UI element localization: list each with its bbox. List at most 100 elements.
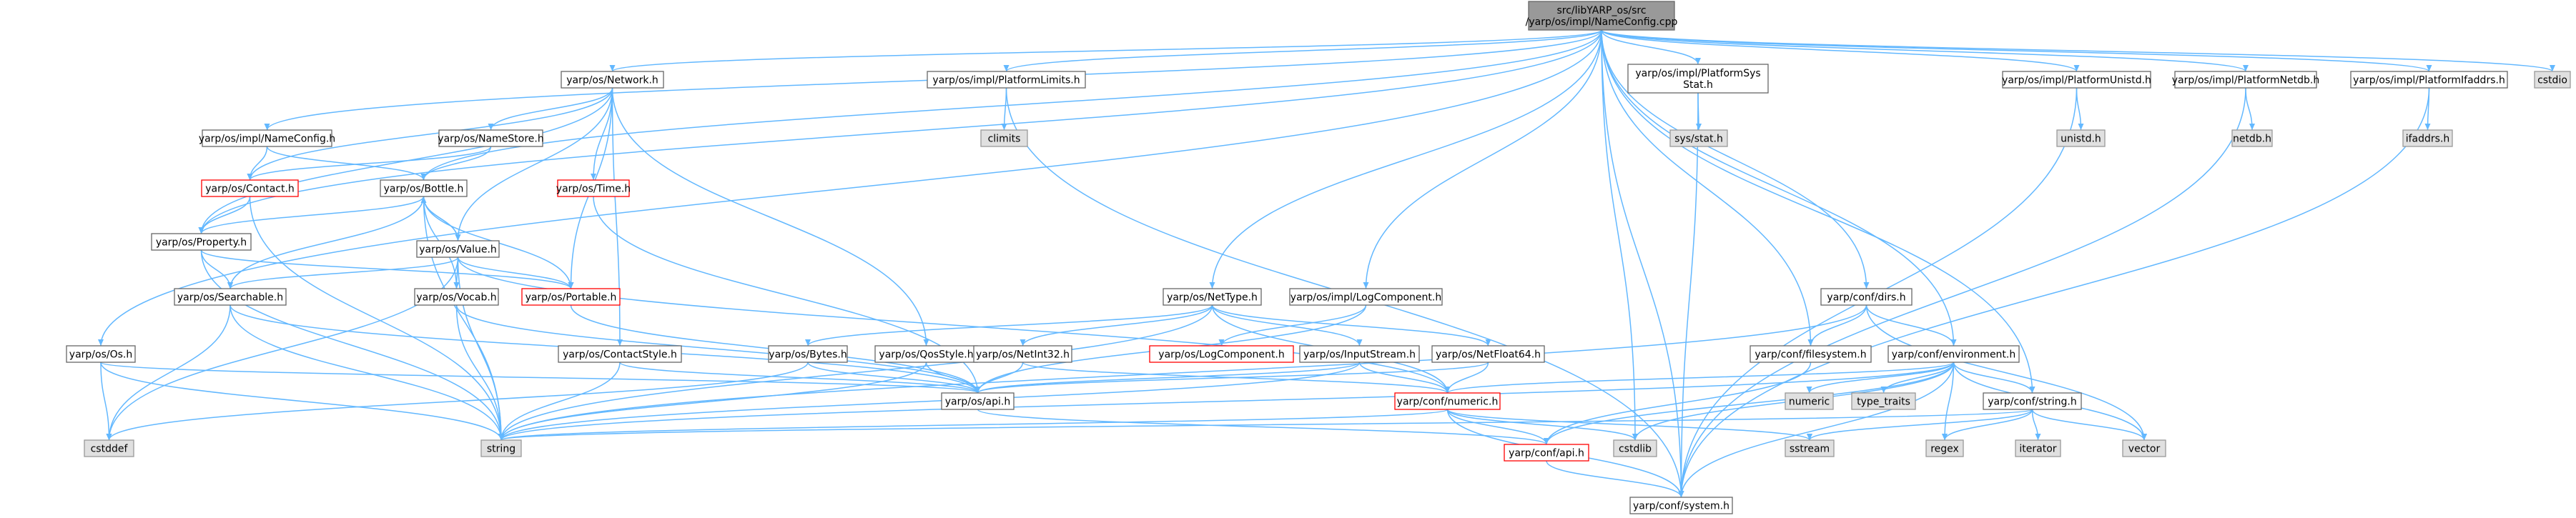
node-box-confapi <box>1504 444 1589 462</box>
node-box-inputstream <box>1299 345 1420 363</box>
edge-environment-to-typetraits <box>1882 362 1955 394</box>
node-dirs[interactable]: yarp/conf/dirs.h <box>1820 288 1913 306</box>
node-inputstream[interactable]: yarp/os/InputStream.h <box>1299 345 1420 363</box>
arrowhead-root-to-os <box>98 339 104 346</box>
node-qosstyle[interactable]: yarp/os/QosStyle.h <box>874 345 978 363</box>
node-value[interactable]: yarp/os/Value.h <box>416 240 500 258</box>
node-time[interactable]: yarp/os/Time.h <box>556 179 631 197</box>
edge-confapi-to-system <box>1546 460 1682 498</box>
node-platformlimits[interactable]: yarp/os/impl/PlatformLimits.h <box>927 71 1086 89</box>
edge-confstring-to-sstream <box>1809 409 2033 441</box>
node-portable[interactable]: yarp/os/Portable.h <box>521 288 621 306</box>
node-label-platformsysstat-1: Stat.h <box>1683 79 1713 91</box>
arrowhead-environment-to-confstring <box>2029 387 2035 393</box>
edge-root-to-cstdlib <box>1601 29 1636 441</box>
arrowhead-network-to-namestore <box>488 124 494 130</box>
edge-vocab-to-string <box>455 304 502 441</box>
edge-root-to-environment <box>1601 29 1955 347</box>
node-contactstyle[interactable]: yarp/os/ContactStyle.h <box>558 345 682 363</box>
node-box-property <box>151 233 252 251</box>
node-label-logcomponentimpl-0: yarp/os/impl/LogComponent.h <box>1291 292 1441 304</box>
edge-network-to-qosstyle <box>611 87 927 347</box>
arrowhead-root-to-platformsysstat <box>1695 58 1701 64</box>
node-label-vector-0: vector <box>2128 444 2161 455</box>
node-property[interactable]: yarp/os/Property.h <box>151 233 252 251</box>
node-box-cstddef <box>84 439 134 457</box>
node-os[interactable]: yarp/os/Os.h <box>66 345 136 363</box>
node-vocab[interactable]: yarp/os/Vocab.h <box>414 288 499 306</box>
node-filesystem[interactable]: yarp/conf/filesystem.h <box>1750 345 1872 363</box>
node-regex: regex <box>1925 439 1964 457</box>
node-box-filesystem <box>1750 345 1872 363</box>
node-label-platformunistd-0: yarp/os/impl/PlatformUnistd.h <box>2002 75 2151 86</box>
node-searchable[interactable]: yarp/os/Searchable.h <box>174 288 287 306</box>
node-logcomponent[interactable]: yarp/os/LogComponent.h <box>1149 345 1294 363</box>
node-box-value <box>416 240 500 258</box>
node-box-netfloat64 <box>1431 345 1545 363</box>
node-environment[interactable]: yarp/conf/environment.h <box>1887 345 2020 363</box>
node-osapi[interactable]: yarp/os/api.h <box>941 392 1015 410</box>
node-platformifaddrs[interactable]: yarp/os/impl/PlatformIfaddrs.h <box>2350 71 2508 89</box>
edge-nettype-to-bytes <box>807 304 1213 347</box>
node-root[interactable]: src/libYARP_os/src/yarp/os/impl/NameConf… <box>1526 1 1678 31</box>
edge-value-to-searchable <box>230 256 459 289</box>
node-nettype[interactable]: yarp/os/NetType.h <box>1163 288 1262 306</box>
node-box-numeric <box>1394 392 1501 410</box>
node-label-environment-0: yarp/conf/environment.h <box>1892 349 2016 361</box>
edge-namestore-to-bottle <box>423 146 492 181</box>
edge-root-to-bottle <box>423 29 1602 181</box>
node-netint32[interactable]: yarp/os/NetInt32.h <box>973 345 1072 363</box>
node-system[interactable]: yarp/conf/system.h <box>1629 497 1733 514</box>
node-box-environment <box>1887 345 2020 363</box>
node-label-system-0: yarp/conf/system.h <box>1633 501 1729 512</box>
node-label-iterator-0: iterator <box>2019 444 2056 455</box>
node-logcomponentimpl[interactable]: yarp/os/impl/LogComponent.h <box>1289 288 1443 306</box>
edge-root-to-system <box>1601 29 1682 498</box>
edge-dirs-to-environment <box>1865 304 1955 347</box>
node-label-platformsysstat-0: yarp/os/impl/PlatformSys <box>1635 68 1760 79</box>
arrowhead-value-to-portable <box>568 282 574 289</box>
arrowhead-nettype-to-inputstream <box>1356 339 1363 346</box>
nodes-layer: src/libYARP_os/src/yarp/os/impl/NameConf… <box>66 1 2571 514</box>
node-label-inputstream-0: yarp/os/InputStream.h <box>1303 349 1416 361</box>
arrowhead-dirs-to-environment <box>1950 339 1957 346</box>
edge-platformsysstat-to-system <box>1680 92 1699 498</box>
node-platformnetdb[interactable]: yarp/os/impl/PlatformNetdb.h <box>2172 71 2320 89</box>
edge-inputstream-to-string <box>500 362 1361 441</box>
node-netdb: netdb.h <box>2231 129 2273 147</box>
node-unistd: unistd.h <box>2056 129 2106 147</box>
node-box-platformunistd <box>2002 71 2151 89</box>
edge-network-to-namestore <box>490 87 613 131</box>
node-confstring[interactable]: yarp/conf/string.h <box>1983 392 2082 410</box>
node-bottle[interactable]: yarp/os/Bottle.h <box>380 179 468 197</box>
node-box-sstream <box>1785 439 1835 457</box>
arrowhead-confstring-to-regex <box>1942 434 1948 440</box>
edge-environment-to-confapi <box>1546 362 1955 445</box>
node-box-root <box>1528 1 1675 31</box>
node-nameconfig[interactable]: yarp/os/impl/NameConfig.h <box>199 129 335 147</box>
node-numeric[interactable]: yarp/conf/numeric.h <box>1394 392 1501 410</box>
node-network[interactable]: yarp/os/Network.h <box>561 71 664 89</box>
node-label-cstddef-0: cstddef <box>91 444 129 455</box>
edge-value-to-portable <box>457 256 572 289</box>
arrowhead-root-to-network <box>609 65 616 71</box>
edge-environment-to-regex <box>1944 362 1955 441</box>
node-contact[interactable]: yarp/os/Contact.h <box>201 179 299 197</box>
edge-network-to-contactstyle <box>611 87 621 347</box>
node-box-os <box>66 345 136 363</box>
edge-logcomponentimpl-to-logcomponent <box>1220 304 1367 347</box>
node-vector: vector <box>2122 439 2166 457</box>
node-namestore[interactable]: yarp/os/NameStore.h <box>438 129 544 147</box>
node-confapi[interactable]: yarp/conf/api.h <box>1504 444 1589 462</box>
node-netfloat64[interactable]: yarp/os/NetFloat64.h <box>1431 345 1545 363</box>
node-bytes[interactable]: yarp/os/Bytes.h <box>768 345 848 363</box>
edge-searchable-to-string <box>230 304 502 441</box>
edge-time-to-osapi <box>593 196 979 394</box>
arrowhead-confstring-to-string <box>498 434 504 440</box>
node-platformunistd[interactable]: yarp/os/impl/PlatformUnistd.h <box>2002 71 2151 89</box>
edge-network-to-time <box>593 87 613 181</box>
arrowhead-value-to-vocab <box>453 282 460 289</box>
edge-os-to-osapi <box>100 362 979 394</box>
